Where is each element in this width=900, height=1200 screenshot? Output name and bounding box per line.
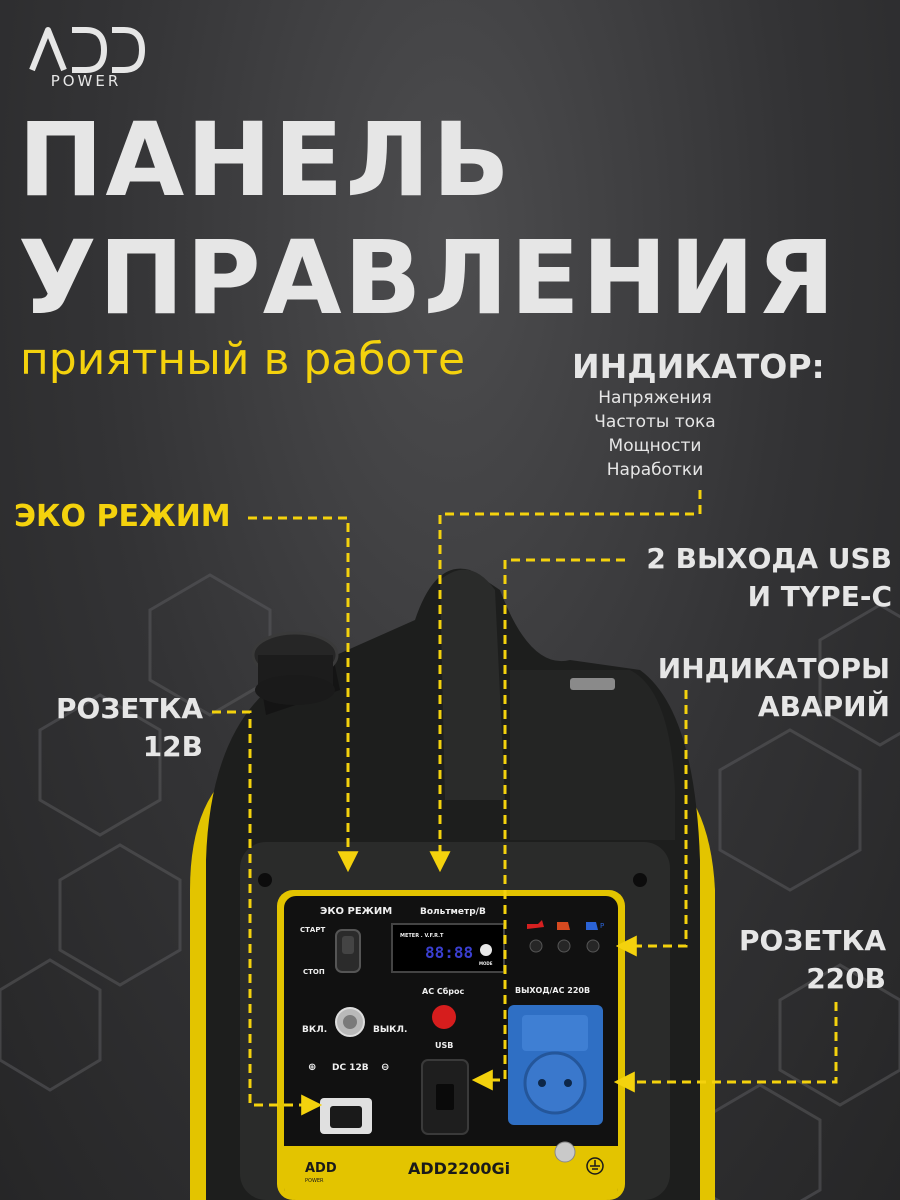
hexagon	[38, 693, 162, 837]
socket220-callout-line-2: 220В	[806, 962, 886, 995]
indicator-leader	[429, 490, 702, 873]
indicator-item: Частоты тока	[594, 412, 716, 432]
socket12-callout-line-1: РОЗЕТКА	[56, 692, 203, 725]
panel-mode-label: MODE	[479, 961, 493, 966]
hexagon	[778, 963, 900, 1107]
panel-minus-label: ⊖	[381, 1062, 389, 1073]
generator-illustration: ЭКО РЕЖИМ СТАРТ СТОП Вольтметр/В METER .…	[190, 568, 715, 1200]
reset-button[interactable]	[432, 1005, 456, 1029]
panel-stop-label: СТОП	[303, 968, 325, 976]
mode-button[interactable]	[480, 944, 492, 956]
panel-meter-label: METER . V.F.R.T	[400, 933, 444, 939]
hexagon	[818, 603, 900, 747]
panel-dc-label: DC 12В	[332, 1063, 369, 1073]
panel-logo-sub: POWER	[305, 1178, 324, 1184]
alarm-indicators: P	[527, 920, 604, 953]
alarm-leader	[615, 690, 688, 957]
indicator-item: Мощности	[608, 436, 702, 456]
p-label: P	[600, 922, 604, 930]
alarm-callout-line-1: ИНДИКАТОРЫ	[657, 652, 890, 685]
panel-usb-label: USB	[435, 1041, 453, 1050]
panel-reset-label: AC Сброс	[422, 986, 465, 996]
panel-on-label: ВКЛ.	[302, 1025, 327, 1035]
panel-voltmeter-label: Вольтметр/В	[420, 907, 486, 917]
socket220-leader	[613, 1002, 838, 1093]
subtitle: приятный в работе	[20, 334, 466, 385]
alarm-callout-line-2: АВАРИЙ	[757, 690, 890, 723]
eco-callout: ЭКО РЕЖИМ	[14, 499, 231, 534]
usb-leader	[471, 558, 625, 1091]
usb-callout-line-1: 2 ВЫХОДА USB	[646, 542, 892, 575]
power-icon	[586, 922, 598, 930]
indicator-item: Напряжения	[598, 388, 712, 408]
socket220-callout-line-1: РОЗЕТКА	[739, 924, 886, 957]
panel-output-label: ВЫХОД/AC 220В	[515, 986, 590, 995]
oil-icon	[527, 920, 544, 929]
title-line-1: ПАНЕЛЬ	[18, 101, 512, 220]
indicator-title: ИНДИКАТОР:	[572, 347, 825, 386]
panel-logo: ADD	[305, 1161, 337, 1176]
logo-subtext: POWER	[51, 72, 122, 88]
panel-plus-label: ⊕	[308, 1062, 316, 1073]
fuel-cap	[251, 631, 340, 715]
panel-model: ADD2200Gi	[408, 1159, 510, 1178]
indicator-item: Наработки	[606, 460, 704, 480]
brand-logo: POWER	[28, 24, 146, 90]
meter-digits: 88:88	[425, 943, 473, 962]
socket12-callout-line-2: 12В	[142, 730, 203, 763]
hexagon	[0, 958, 102, 1092]
usb-callout-line-2: И TYPE-C	[747, 580, 892, 613]
socket12-leader	[212, 710, 323, 1116]
panel-eco-label: ЭКО РЕЖИМ	[320, 906, 392, 917]
panel-start-label: СТАРТ	[300, 926, 325, 934]
ground-bolt	[554, 1141, 576, 1163]
hexagon	[58, 843, 182, 987]
indicator-list: Напряжения Частоты тока Мощности Наработ…	[555, 386, 755, 482]
eco-leader	[248, 516, 359, 873]
title-line-2: УПРАВЛЕНИЯ	[18, 219, 838, 338]
ground-icon	[586, 1157, 604, 1175]
panel-off-label: ВЫКЛ.	[373, 1025, 407, 1035]
hexagon	[718, 728, 862, 892]
overload-icon	[557, 922, 570, 930]
